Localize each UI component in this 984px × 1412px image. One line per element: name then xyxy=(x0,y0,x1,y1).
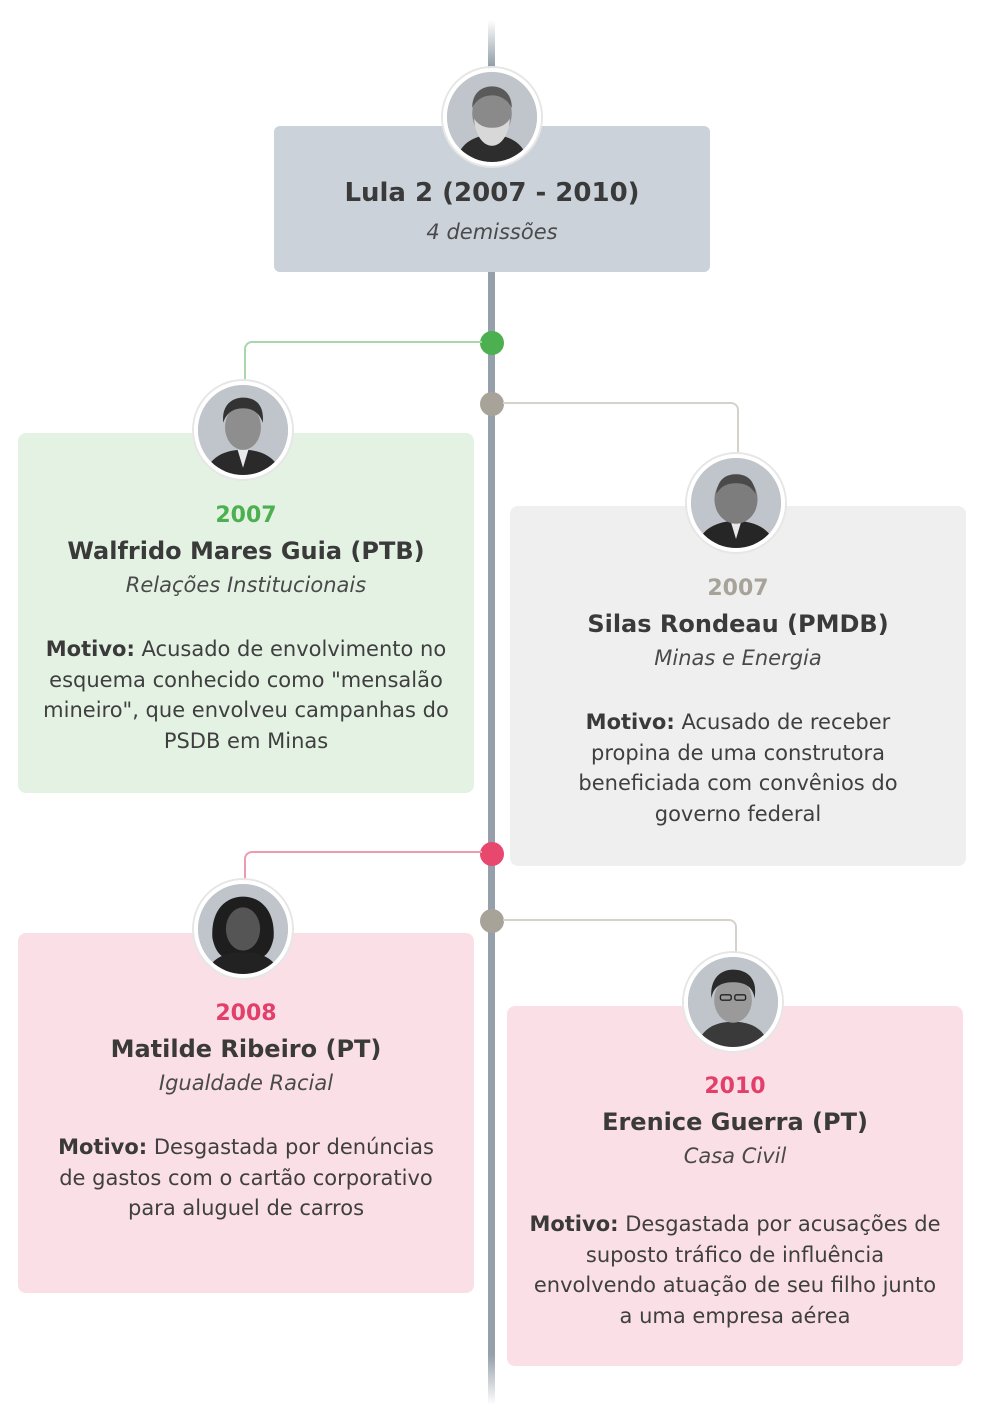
entry-reason: Motivo: Desgastada por acusações de supo… xyxy=(525,1209,945,1331)
person-silhouette-icon xyxy=(447,72,537,162)
person-silhouette-icon xyxy=(691,458,781,548)
reason-label: Motivo: xyxy=(529,1212,619,1236)
reason-label: Motivo: xyxy=(45,637,135,661)
entry-reason: Motivo: Acusado de receber propina de um… xyxy=(552,707,924,829)
timeline-dot-gray xyxy=(480,392,504,416)
header-subtitle: 4 demissões xyxy=(426,220,558,244)
entry-card-erenice: 2010 Erenice Guerra (PT) Casa Civil Moti… xyxy=(507,1006,963,1366)
entry-name: Erenice Guerra (PT) xyxy=(602,1108,868,1136)
entry-card-matilde: 2008 Matilde Ribeiro (PT) Igualdade Raci… xyxy=(18,933,474,1293)
entry-role: Minas e Energia xyxy=(654,646,822,670)
entry-role: Igualdade Racial xyxy=(158,1071,334,1095)
avatar-erenice xyxy=(684,953,782,1051)
connector-line xyxy=(244,851,482,885)
timeline-dot-gray xyxy=(480,909,504,933)
entry-reason: Motivo: Desgastada por denúncias de gast… xyxy=(50,1132,442,1224)
entry-name: Silas Rondeau (PMDB) xyxy=(587,610,889,638)
avatar-matilde xyxy=(194,880,292,978)
entry-name: Matilde Ribeiro (PT) xyxy=(110,1035,382,1063)
connector-line xyxy=(244,341,482,379)
entry-year: 2007 xyxy=(707,576,769,601)
reason-text: Acusado de receber propina de uma constr… xyxy=(578,710,898,826)
timeline-spine-top xyxy=(488,20,495,65)
reason-text: Acusado de envolvimento no esquema conhe… xyxy=(43,637,449,753)
avatar-silas xyxy=(687,454,785,552)
entry-role: Casa Civil xyxy=(683,1144,787,1168)
entry-year: 2008 xyxy=(215,1001,277,1026)
connector-line xyxy=(503,402,739,452)
timeline-spine xyxy=(488,65,495,1355)
header-box: Lula 2 (2007 - 2010) 4 demissões xyxy=(274,126,710,272)
avatar-walfrido xyxy=(194,381,292,479)
entry-year: 2010 xyxy=(704,1074,766,1099)
person-silhouette-icon xyxy=(198,385,288,475)
header-title: Lula 2 (2007 - 2010) xyxy=(344,178,640,208)
entry-year: 2007 xyxy=(215,503,277,528)
avatar-lula xyxy=(443,68,541,166)
entry-card-walfrido: 2007 Walfrido Mares Guia (PTB) Relações … xyxy=(18,433,474,793)
reason-label: Motivo: xyxy=(58,1135,148,1159)
reason-text: Desgastada por denúncias de gastos com o… xyxy=(59,1135,434,1220)
entry-role: Relações Institucionais xyxy=(125,573,367,597)
entry-card-silas: 2007 Silas Rondeau (PMDB) Minas e Energi… xyxy=(510,506,966,866)
person-silhouette-icon xyxy=(688,957,778,1047)
reason-label: Motivo: xyxy=(585,710,675,734)
entry-name: Walfrido Mares Guia (PTB) xyxy=(67,537,425,565)
entry-reason: Motivo: Acusado de envolvimento no esque… xyxy=(40,634,452,756)
timeline-spine-bottom xyxy=(488,1355,495,1405)
timeline-dot-pink xyxy=(480,842,504,866)
reason-text: Desgastada por acusações de suposto tráf… xyxy=(533,1212,941,1328)
person-silhouette-icon xyxy=(198,884,288,974)
timeline-dot-green xyxy=(480,331,504,355)
connector-line xyxy=(503,919,737,955)
